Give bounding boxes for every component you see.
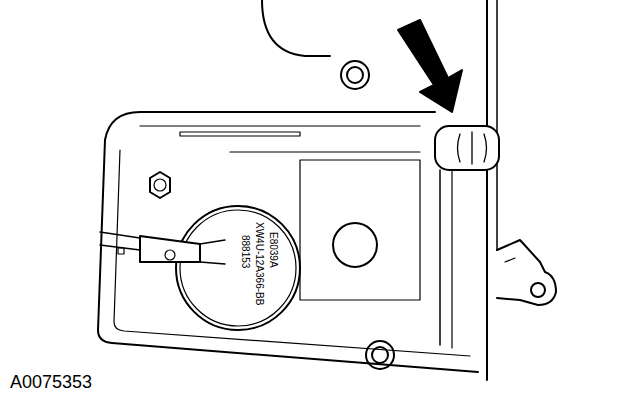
part-number: XW4U-12A366-BB — [254, 222, 264, 305]
figure-number: A0075353 — [10, 373, 92, 391]
part-number: E8039A — [268, 232, 278, 268]
part-number: 888153 — [240, 235, 250, 268]
